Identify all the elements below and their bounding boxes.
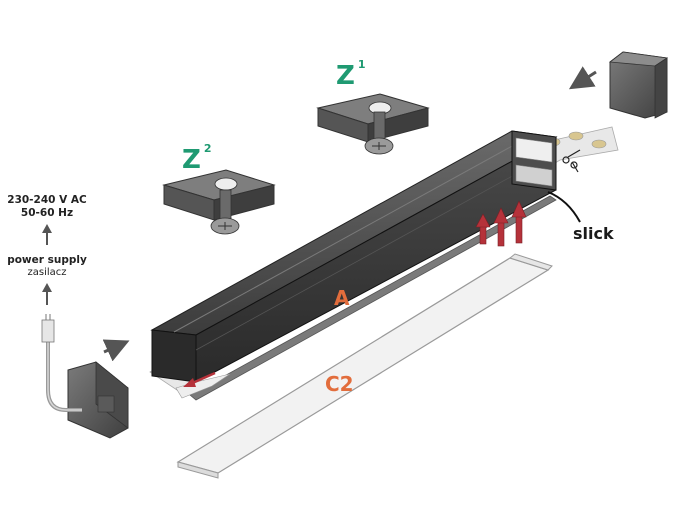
label-z2-index: 2 <box>203 142 212 155</box>
aluminium-profile-a <box>150 130 558 383</box>
label-c2: C2 <box>325 372 354 396</box>
power-arrow-lower <box>42 283 52 305</box>
power-arrow-upper <box>42 224 52 245</box>
label-z1-letter: Z <box>336 61 355 91</box>
label-z1-index: 1 <box>357 58 366 71</box>
mounting-clip-z1 <box>316 93 430 155</box>
brand-logo-text: slick <box>573 224 614 243</box>
zasilacz-label: zasilacz <box>27 267 67 278</box>
end-cap-left <box>67 361 129 439</box>
diffuser-cover-c2 <box>176 253 553 479</box>
mounting-clip-z2 <box>162 169 276 235</box>
end-cap-left-arrow <box>102 339 130 362</box>
label-a: A <box>334 286 350 310</box>
power-cable <box>41 314 82 412</box>
brand-logo: slick <box>573 224 614 243</box>
slide-direction-arrow <box>183 371 216 387</box>
end-cap-right <box>608 51 669 119</box>
end-cap-right-arrow <box>568 66 597 90</box>
mounting-rail <box>189 195 557 401</box>
brand-pointer-line <box>547 191 581 223</box>
voltage-label: 230-240 V AC <box>7 194 87 206</box>
label-z2-letter: Z <box>182 145 201 175</box>
scissors-icon <box>562 149 581 173</box>
power-supply-label: power supply <box>7 254 87 266</box>
frequency-label: 50-60 Hz <box>20 207 74 219</box>
insert-arrows <box>475 200 527 247</box>
